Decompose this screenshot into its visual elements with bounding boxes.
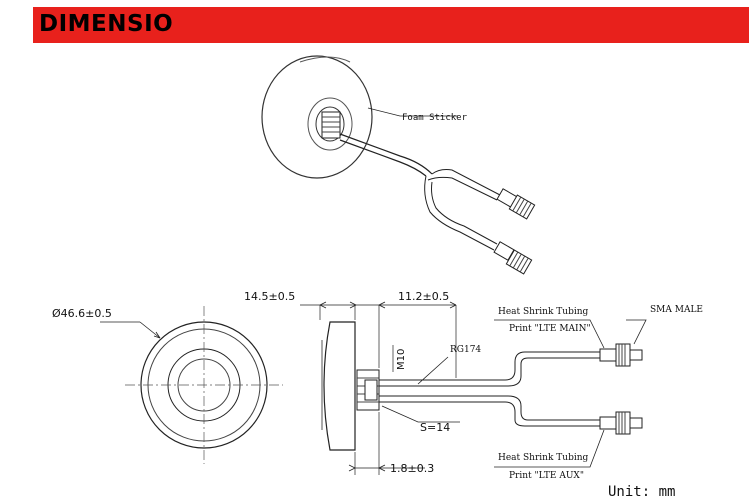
tubing-main-line2: Print "LTE MAIN"	[509, 324, 591, 334]
thread-dimension: M10	[396, 349, 407, 370]
bottom-dimension: 1.8±0.3	[390, 462, 434, 475]
bottom-view	[100, 306, 283, 464]
perspective-antenna	[261, 55, 536, 275]
banner-title: DIMENSIO	[39, 11, 174, 37]
thread-length-dimension: 11.2±0.5	[398, 290, 449, 303]
tubing-aux-line2: Print "LTE AUX"	[509, 471, 584, 481]
title-banner: DIMENSIO	[33, 7, 749, 43]
connector-label: SMA MALE	[650, 305, 703, 315]
side-view	[300, 301, 647, 475]
cable-label: RG174	[450, 345, 481, 355]
diameter-dimension: Ø46.6±0.5	[52, 307, 112, 320]
nut-dimension: S=14	[420, 421, 450, 434]
unit-label: Unit: mm	[608, 484, 675, 500]
tubing-main-line1: Heat Shrink Tubing	[498, 307, 589, 317]
foam-sticker-label: Foam Sticker	[402, 113, 468, 123]
depth-dimension: 14.5±0.5	[244, 290, 295, 303]
tubing-aux-line1: Heat Shrink Tubing	[498, 453, 589, 463]
